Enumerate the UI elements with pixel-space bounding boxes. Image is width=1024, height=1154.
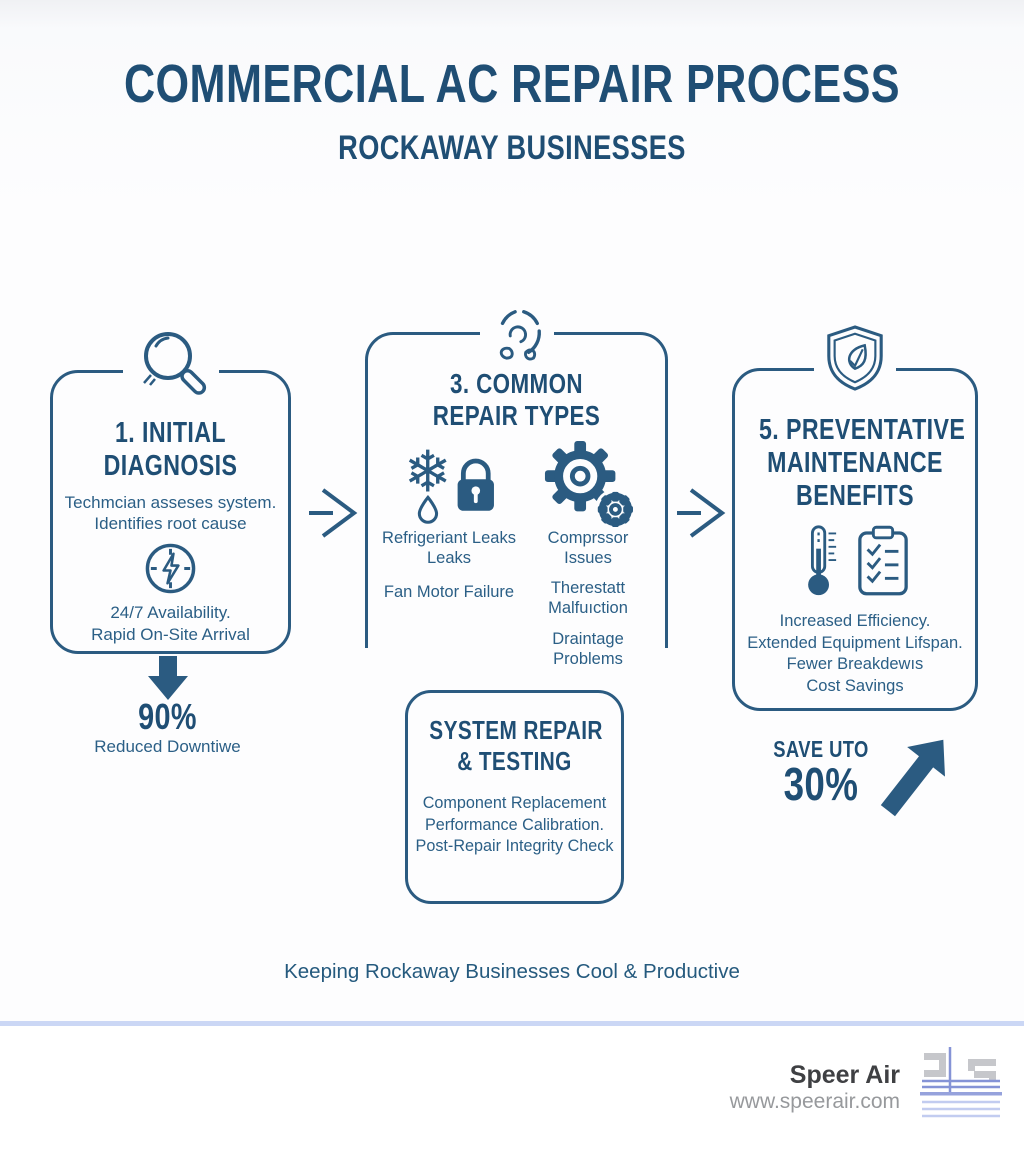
step1-initial-diagnosis-box: 1. INITIAL DIAGNOSIS Techmcian asseses s… bbox=[50, 326, 291, 654]
system-repair-title: SYSTEM REPAIR & TESTING bbox=[429, 715, 603, 776]
step1-availability: 24/7 Availability. Rapid On-Site Arrival bbox=[91, 603, 250, 644]
svg-text:❄: ❄ bbox=[404, 439, 452, 506]
step5-title: 5. PREVENTATIVE MAINTENANCE BENEFITS bbox=[759, 414, 966, 512]
rapid-response-clock-icon bbox=[53, 541, 288, 596]
magnifying-glass-icon bbox=[122, 326, 219, 412]
step3-right-column: Comprssor Issues Therestatt Malfuıction … bbox=[513, 440, 663, 679]
save-label: SAVE UTO bbox=[773, 736, 869, 762]
repair-item: Draintage Problems bbox=[552, 629, 624, 668]
step1-title: 1. INITIAL DIAGNOSIS bbox=[103, 417, 238, 482]
system-repair-description: Component Replacement Performance Calibr… bbox=[415, 794, 614, 856]
downtime-stat-value: 90% bbox=[138, 696, 197, 737]
footer-background bbox=[0, 1026, 1024, 1154]
step3-title: 3. COMMON REPAIR TYPES bbox=[432, 368, 601, 431]
shield-leaf-icon bbox=[814, 324, 896, 392]
up-trend-arrow-icon bbox=[880, 730, 946, 822]
tagline: Keeping Rockaway Businesses Cool & Produ… bbox=[284, 960, 740, 983]
step1-description: Techmcian asseses system. Identifies roo… bbox=[64, 492, 277, 533]
repair-item: Therestatt Malfuıction bbox=[548, 579, 628, 618]
snowflake-droplet-padlock-icon: ❄ bbox=[374, 439, 524, 528]
right-arrow-icon bbox=[308, 482, 362, 544]
step3-left-column: ❄ Refrigeriant Leaks Leaks Fan Motor Fai… bbox=[374, 439, 524, 612]
page-title: COMMERCIAL AC REPAIR PROCESS bbox=[123, 54, 901, 114]
repair-item: Refrigeriant Leaks Leaks bbox=[382, 529, 516, 568]
benefit-icons bbox=[735, 524, 975, 603]
website-url: www.speerair.com bbox=[729, 1090, 900, 1113]
thermometer-icon bbox=[800, 524, 840, 603]
save-value: 30% bbox=[783, 758, 859, 810]
divider-line bbox=[0, 1021, 1024, 1026]
step3-common-repair-types-box: 3. COMMON REPAIR TYPES ❄ Refrigeriant Le… bbox=[365, 306, 668, 668]
step5-preventative-maintenance-box: 5. PREVENTATIVE MAINTENANCE BENEFITS bbox=[732, 324, 978, 711]
page-subtitle: ROCKAWAY BUSINESSES bbox=[338, 129, 686, 167]
step5-benefits: Increased Efficiency. Extended Equipment… bbox=[747, 612, 963, 695]
downtime-stat-label: Reduced Downtiwe bbox=[94, 737, 241, 756]
brand-name: Speer Air bbox=[789, 1061, 900, 1089]
down-arrow-icon bbox=[148, 656, 188, 700]
gears-icon bbox=[513, 440, 663, 530]
speer-air-logo bbox=[916, 1045, 1006, 1125]
ac-circle-icon bbox=[479, 306, 554, 362]
repair-item: Fan Motor Failure bbox=[383, 583, 515, 602]
right-arrow-icon bbox=[676, 482, 730, 544]
clipboard-checklist-icon bbox=[856, 524, 910, 603]
system-repair-testing-box: SYSTEM REPAIR & TESTING Component Replac… bbox=[405, 690, 624, 904]
repair-item: Comprssor Issues bbox=[547, 529, 629, 568]
